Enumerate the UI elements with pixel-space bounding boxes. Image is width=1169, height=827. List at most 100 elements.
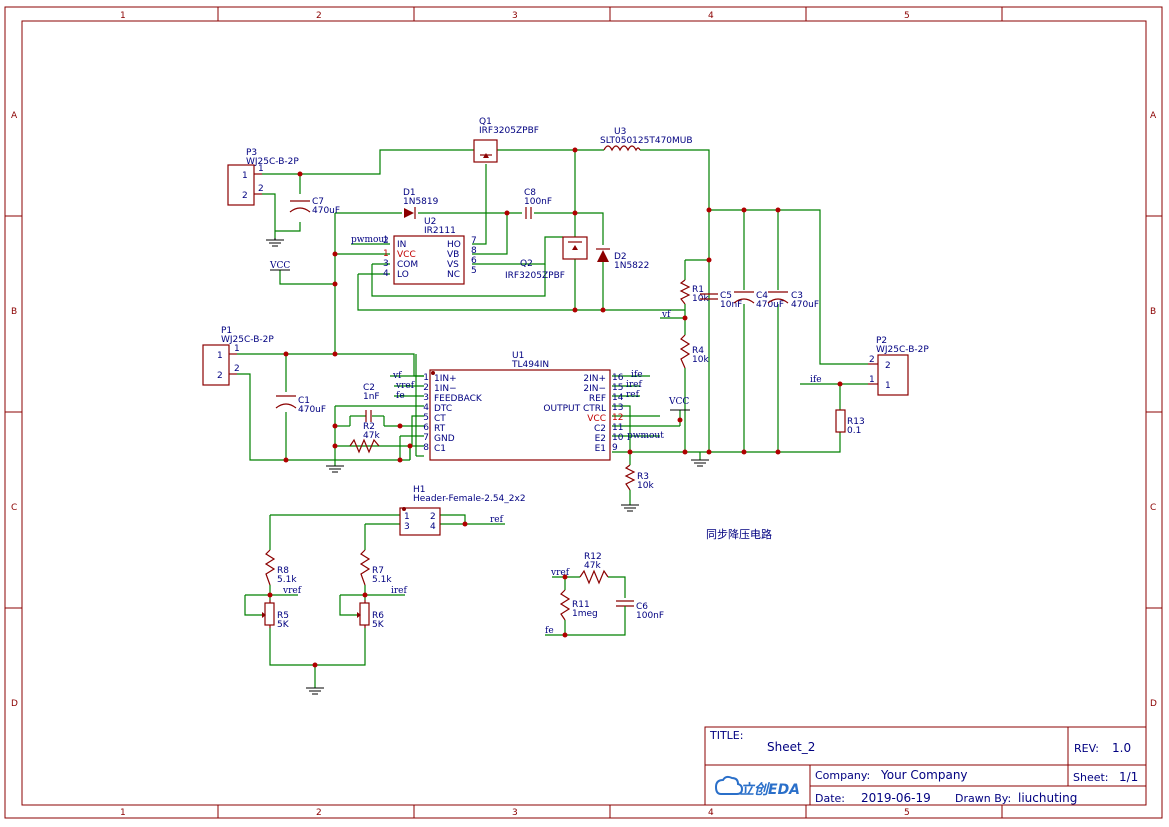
u1-pin-num-r5: 11 (612, 423, 623, 433)
resistor-r2: R2 47k (349, 422, 380, 454)
h1-pin2: 2 (430, 512, 436, 522)
frame-col-3-bottom: 3 (512, 808, 518, 818)
p2-pin2: 2 (869, 355, 875, 365)
connector-p3: P3 WJ25C-B-2P 1 2 1 2 (227, 148, 299, 206)
frame-row-d: D (11, 699, 18, 709)
p1-pin2: 2 (217, 371, 223, 381)
mosfet-q1: Q1 IRF3205ZPBF (473, 117, 539, 163)
u2-pin-name-l0: IN (397, 240, 406, 250)
net-ref-u1: ref (626, 390, 640, 400)
wires (237, 149, 868, 688)
drawn-label: Drawn By: (955, 792, 1011, 805)
h1-pin1: 1 (404, 512, 410, 522)
r5-ref: R5 (277, 611, 289, 621)
frame-row-c-right: C (1150, 503, 1156, 513)
u2-pin-num-l0: 2 (383, 236, 389, 246)
u2-pin-name-r3: NC (447, 270, 460, 280)
frame-col-5-bottom: 5 (904, 808, 910, 818)
c6-value: 100nF (636, 611, 664, 621)
p3-value: WJ25C-B-2P (246, 157, 299, 167)
q1-ref: Q1 (479, 117, 492, 127)
resistor-r1: R1 10k (679, 279, 709, 305)
u1-pin-num-r4: 12 (612, 413, 623, 423)
p1-pin2-num: 2 (234, 364, 240, 374)
c2-value: 1nF (363, 392, 380, 402)
u1-pin-num-l0: 1 (423, 373, 429, 383)
u1-value: TL494IN (511, 360, 549, 370)
frame-row-c: C (11, 503, 17, 513)
p2-pin1-inner: 1 (885, 381, 891, 391)
r6-ref: R6 (372, 611, 384, 621)
c4-value: 470uF (756, 300, 784, 310)
h1-pin3: 3 (404, 522, 410, 532)
capacitor-c6: C6 100nF (616, 600, 664, 621)
p1-pin1-num: 1 (234, 344, 240, 354)
r4-ref: R4 (692, 346, 704, 356)
net-ife-u1: ife (631, 370, 643, 380)
mosfet-q2: Q2 IRF3205ZPBF (505, 236, 588, 281)
u3-ref: U3 (614, 127, 626, 137)
c4-ref: C4 (756, 291, 768, 301)
frame-col-4-bottom: 4 (708, 808, 714, 818)
net-vref-u1: vref (395, 381, 415, 391)
u1-pin-name-r7: E1 (595, 444, 606, 454)
net-iref-r6: iref (391, 586, 408, 596)
date-value: 2019-06-19 (861, 791, 931, 805)
resistor-r11: R11 1meg (559, 589, 598, 621)
c3-ref: C3 (791, 291, 803, 301)
p3-pin2-num: 2 (258, 184, 264, 194)
c8-value: 100nF (524, 197, 552, 207)
u3-value: SLT050125T470MUB (600, 136, 693, 146)
u1-pin-name-r6: E2 (595, 434, 606, 444)
d1-ref: D1 (403, 188, 416, 198)
inductor-u3: U3 SLT050125T470MUB (600, 127, 693, 152)
junctions (267, 147, 843, 668)
potentiometer-r6: R6 5K (357, 600, 385, 630)
q2-ref: Q2 (520, 259, 533, 269)
u2-pin-name-l2: COM (397, 260, 418, 270)
u1-pin-num-l5: 6 (423, 423, 429, 433)
net-fe-r11: fe (545, 626, 554, 636)
net-ife-p2: ife (810, 375, 822, 385)
r2-value: 47k (363, 431, 380, 441)
circuit-annotation: 同步降压电路 (706, 527, 772, 541)
resistor-r12: R12 47k (579, 552, 609, 585)
drawn-value: liuchuting (1018, 791, 1077, 805)
p2-ref: P2 (876, 336, 887, 346)
u1-pin-name-l1: 1IN− (434, 384, 457, 394)
u2-pin-num-r3: 5 (471, 266, 477, 276)
frame-col-1: 1 (120, 11, 126, 21)
ground-symbols (266, 238, 709, 695)
u2-ref: U2 (424, 217, 436, 227)
u1-pin-num-r7: 9 (612, 443, 618, 453)
u1-pin-name-l3: DTC (434, 404, 452, 414)
title-label: TITLE: (709, 729, 743, 742)
connector-p2: P2 WJ25C-B-2P 2 1 2 1 (868, 336, 929, 396)
frame-col-4: 4 (708, 11, 714, 21)
p1-ref: P1 (221, 326, 232, 336)
net-vref-r11: vref (550, 568, 570, 578)
u1-pin-num-l7: 8 (423, 443, 429, 453)
u2-pin-name-r0: HO (447, 240, 461, 250)
u1-pin-name-l4: CT (434, 414, 446, 424)
p3-ref: P3 (246, 148, 257, 158)
capacitor-c1: C1 470uF (275, 395, 326, 415)
frame-row-a: A (11, 111, 18, 121)
p2-pin2-inner: 2 (885, 361, 891, 371)
rev-label: REV: (1074, 742, 1099, 755)
u1-pin-name-r4: VCC (587, 414, 606, 424)
r12-ref: R12 (584, 552, 602, 562)
p3-pin2: 2 (242, 191, 248, 201)
r8-value: 5.1k (277, 575, 297, 585)
d2-ref: D2 (614, 252, 627, 262)
capacitor-c3: C3 470uF (767, 291, 819, 310)
resistor-r3: R3 10k (624, 464, 654, 491)
u1-pin-name-l5: RT (434, 424, 446, 434)
u2-pin-name-l1: VCC (397, 250, 416, 260)
u1-ref: U1 (512, 351, 524, 361)
u1-pin-name-r1: 2IN− (583, 384, 606, 394)
connector-p1: P1 WJ25C-B-2P 1 2 1 2 (202, 326, 274, 386)
net-labels: VCC VCC pwmout pwmout vf vf vref fe ife … (269, 235, 822, 636)
frame-row-b-right: B (1150, 307, 1156, 317)
u1-pin-name-r2: REF (589, 394, 606, 404)
